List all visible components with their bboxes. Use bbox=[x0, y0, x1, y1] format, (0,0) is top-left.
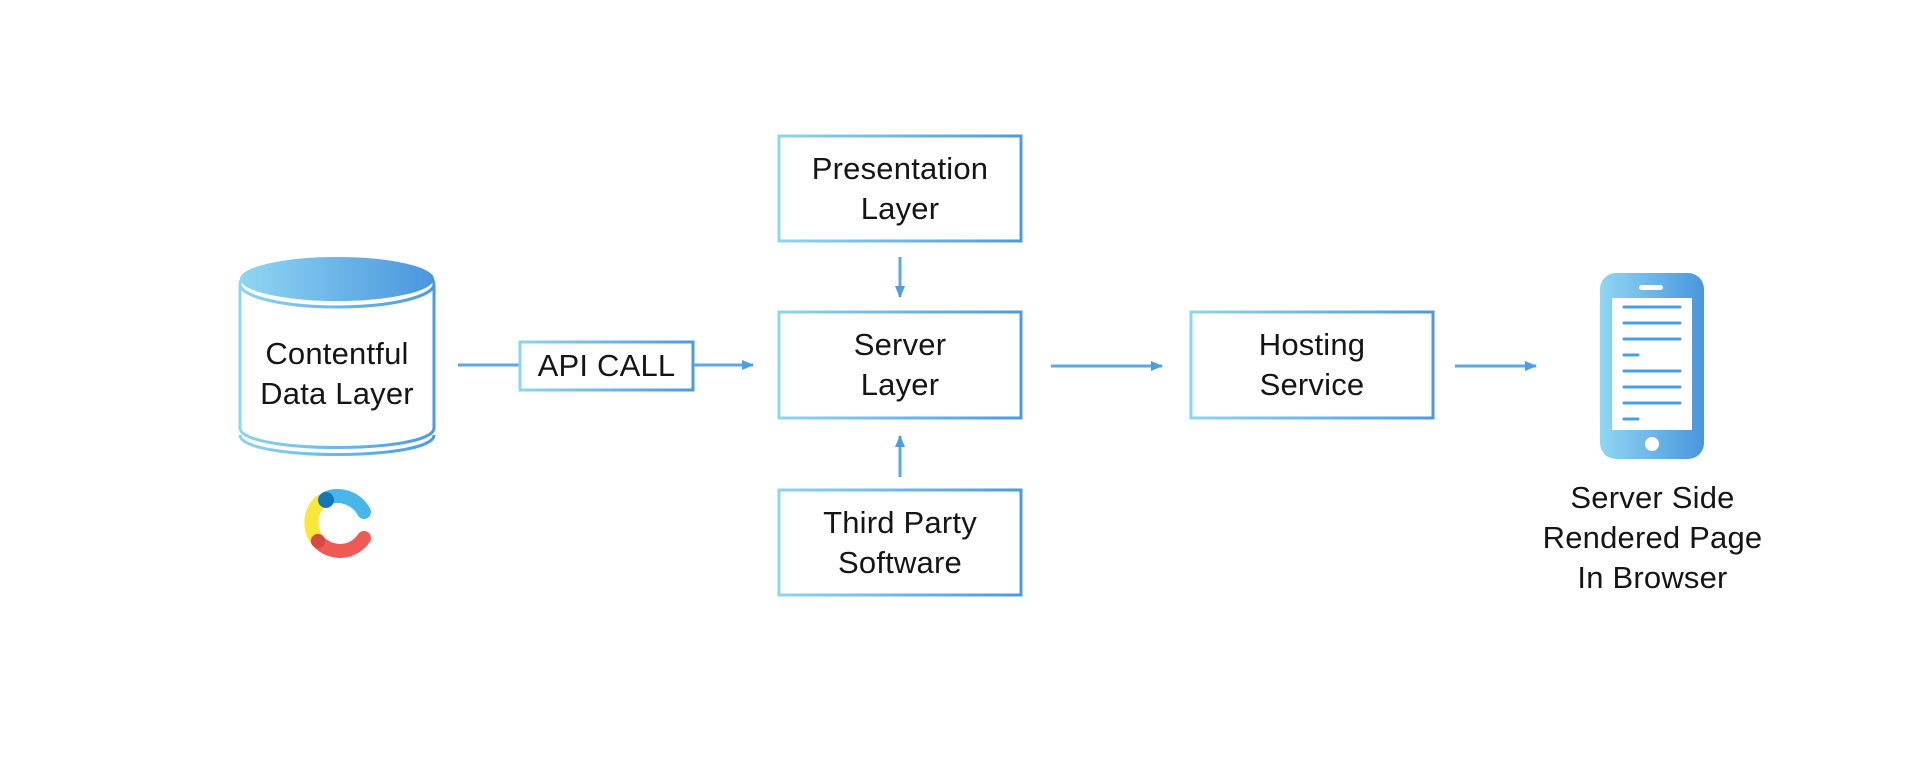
server-layer-label: Server Layer bbox=[853, 327, 947, 402]
api-call-label: API CALL bbox=[537, 348, 676, 383]
database-icon bbox=[238, 257, 436, 456]
third-party-box bbox=[777, 488, 1023, 597]
hosting-service-label: Hosting Service bbox=[1258, 327, 1366, 402]
presentation-layer-label: Presentation Layer bbox=[811, 150, 989, 226]
api-call-box bbox=[518, 340, 695, 392]
contentful-logo-icon bbox=[304, 489, 371, 558]
third-party-software-label: Third Party Software bbox=[823, 504, 977, 580]
mobile-phone-icon bbox=[1600, 273, 1704, 459]
server-side-rendered-page-label: Server Side Rendered Page In Browser bbox=[1542, 479, 1763, 595]
presentation-layer-box bbox=[777, 134, 1023, 243]
server-layer-box bbox=[777, 310, 1023, 420]
contentful-data-layer-label: Contentful Data Layer bbox=[260, 336, 414, 411]
hosting-service-box bbox=[1189, 310, 1435, 420]
